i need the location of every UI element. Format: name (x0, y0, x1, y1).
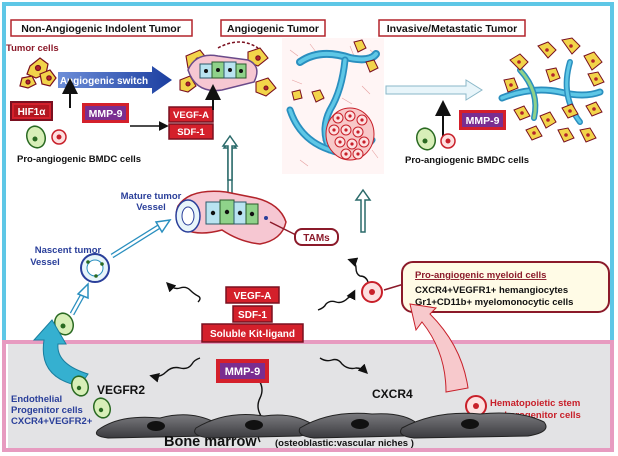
sdf1-box-center: SDF-1 (232, 305, 273, 323)
hif1a-box: HIF1α (10, 101, 53, 121)
myeloid-cell (361, 281, 383, 303)
epc-label-3: CXCR4+VEGFR2+ (11, 416, 93, 427)
svg-text:VEGF-A: VEGF-A (234, 291, 272, 302)
hollow-arrow-epc-nascent (69, 282, 89, 316)
hollow-arrow-up-center (221, 134, 239, 181)
angiogenic-vessel (187, 54, 258, 92)
svg-text:SDF-1: SDF-1 (238, 310, 267, 321)
invasive-tissue (282, 38, 384, 174)
hsc-curved-arrow (409, 303, 469, 393)
tumor-cell-cluster (19, 57, 57, 89)
vegfa-box-top: VEGF-A (168, 106, 214, 123)
vegfa-box-center: VEGF-A (225, 286, 280, 304)
svg-text:VEGF-A: VEGF-A (173, 110, 209, 121)
title-angiogenic: Angiogenic Tumor (220, 19, 326, 37)
svg-text:Invasive/Metastatic Tumor: Invasive/Metastatic Tumor (387, 23, 518, 35)
epc-label-2: Progenitor cells (11, 405, 83, 416)
svg-text:SDF-1: SDF-1 (177, 127, 205, 138)
svg-text:CXCR4+VEGFR1+ hemangiocytes: CXCR4+VEGFR1+ hemangiocytes (415, 285, 568, 296)
bmdc-cells-right (415, 127, 456, 151)
svg-text:Gr1+CD11b+ myelomonocytic cel: Gr1+CD11b+ myelomonocytic cells (415, 297, 573, 308)
mature-vessel-label-1: Mature tumor (121, 191, 182, 202)
bone-marrow-label: Bone marrow (164, 434, 257, 450)
svg-text:MMP-9: MMP-9 (225, 366, 260, 378)
bmdc-label-left: Pro-angiogenic BMDC cells (17, 154, 141, 165)
svg-text:Non-Angiogenic Indolent Tumor: Non-Angiogenic Indolent Tumor (21, 23, 181, 35)
mmp9-box-left: MMP-9 (82, 103, 129, 123)
myeloid-callout: Pro-angiogenic myeloid cells CXCR4+VEGFR… (401, 261, 610, 313)
tams-box: TAMs (294, 228, 339, 246)
title-invasive: Invasive/Metastatic Tumor (378, 19, 526, 37)
niches-label: (osteoblastic:vascular niches ) (275, 438, 414, 449)
progression-arrow-right (385, 79, 483, 101)
nascent-vessel-label-1: Nascent tumor (35, 245, 102, 256)
vegfr2-label: VEGFR2 (97, 383, 145, 397)
svg-text:Soluble Kit-ligand: Soluble Kit-ligand (210, 329, 295, 340)
bmdc-cells-left (25, 125, 67, 149)
mature-vessel (175, 190, 287, 245)
epc-label-1: Endothelial (11, 394, 62, 405)
title-non-angiogenic: Non-Angiogenic Indolent Tumor (10, 19, 193, 37)
soluble-kit-ligand-box: Soluble Kit-ligand (201, 323, 304, 343)
mature-vessel-label-2: Vessel (136, 202, 166, 213)
hollow-arrow-nascent-mature (110, 219, 172, 259)
hollow-arrow-up-right (354, 188, 372, 233)
metastatic-cluster (498, 37, 605, 143)
svg-text:Angiogenic Tumor: Angiogenic Tumor (227, 23, 319, 35)
svg-text:MMP-9: MMP-9 (89, 108, 123, 120)
cxcr4-label: CXCR4 (372, 387, 413, 401)
hsc-label-2: and progenitor cells (490, 410, 581, 421)
svg-text:TAMs: TAMs (303, 233, 330, 244)
svg-text:Angiogenic switch: Angiogenic switch (60, 76, 148, 87)
tumor-cells-label: Tumor cells (6, 43, 59, 54)
svg-text:HIF1α: HIF1α (18, 107, 47, 118)
nascent-vessel (80, 253, 110, 283)
bmdc-label-right: Pro-angiogenic BMDC cells (405, 155, 529, 166)
hsc-label-1: Hematopoietic stem (490, 398, 580, 409)
epc-cells-marrow (70, 375, 112, 419)
svg-text:Pro-angiogenic myeloid cells: Pro-angiogenic myeloid cells (415, 270, 546, 281)
svg-text:MMP-9: MMP-9 (466, 115, 500, 127)
angiogenic-switch-arrow: Angiogenic switch (58, 66, 172, 94)
nascent-vessel-label-2: Vessel (30, 257, 60, 268)
sdf1-box-top: SDF-1 (168, 123, 214, 140)
mmp9-box-right: MMP-9 (459, 110, 506, 130)
epc-curved-arrow (32, 319, 89, 387)
mmp9-box-marrow: MMP-9 (216, 359, 269, 383)
